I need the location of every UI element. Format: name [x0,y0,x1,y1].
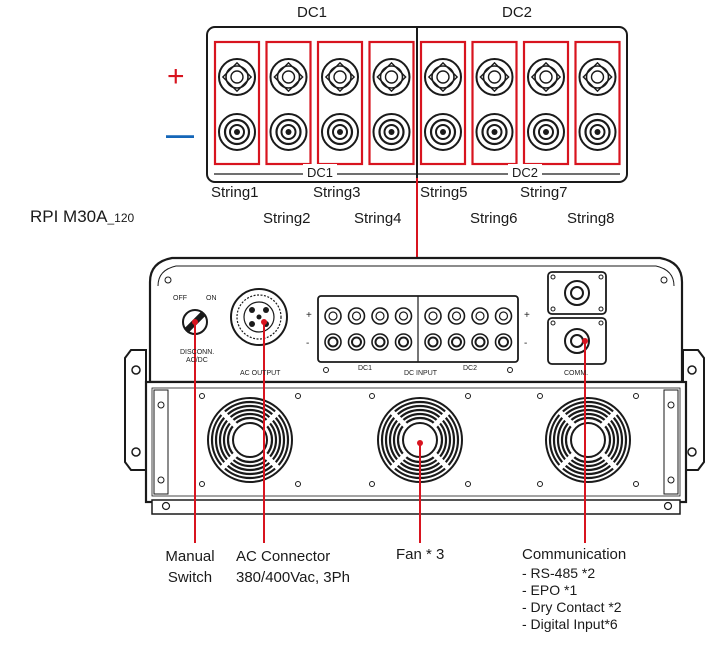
dc-minus-connector[interactable] [578,113,617,151]
ac-connector-line1: AC Connector [236,548,331,565]
string-label: String1 [211,184,259,201]
dc-plus-connector[interactable] [475,58,514,96]
callout-lines [192,319,588,543]
dc-minus-connector[interactable] [218,113,256,151]
dc-minus-connector[interactable] [424,113,462,151]
dc-plus-connector[interactable] [578,58,617,96]
string-highlight-box [316,40,364,166]
ac-connector-callout: AC Connector 380/400Vac, 3Ph [236,546,350,588]
minus-sign: — [166,119,194,150]
string-label: String8 [567,210,615,227]
communication-item: - Dry Contact *2 [522,599,622,615]
inverter-dc-connector[interactable] [394,307,413,351]
string-label: String7 [520,184,568,201]
string-highlight-box [265,40,312,166]
ac-output-connector[interactable] [230,288,288,346]
dc-minus-connector[interactable] [321,113,359,151]
inverter-body [124,256,705,515]
string-label: String3 [313,184,361,201]
dc-plus-connector[interactable] [372,58,411,96]
dc-input-label: DC INPUT [404,370,438,377]
comm-ports[interactable] [547,271,607,365]
string-label: String6 [470,210,518,227]
manual-switch-line1: Manual [165,548,215,565]
dc-input-plus: + [306,310,312,321]
inverter-dc-connector[interactable] [471,307,489,351]
communication-item: - EPO *1 [522,582,578,598]
switch-caption-1: DISCONN. [180,349,215,356]
string-highlight-box [471,40,518,166]
string-label: String5 [420,184,468,201]
dc-minus-connector[interactable] [475,113,514,151]
inverter-dc-connector[interactable] [324,307,342,351]
dc-plus-connector[interactable] [424,58,462,96]
dc-plus-connector[interactable] [321,58,359,96]
communication-item: - Digital Input*6 [522,616,618,632]
dc-minus-connector[interactable] [269,113,308,151]
manual-switch-callout: Manual Switch [150,546,230,588]
string-highlight-box [213,40,261,166]
switch-off-label: OFF [173,295,187,302]
inverter-dc-connector[interactable] [371,307,389,351]
string-label: String4 [354,210,402,227]
plus-sign: + [167,60,185,93]
string-highlight-box [574,40,621,166]
dc2-small-label: DC2 [463,365,478,372]
cooling-fan [537,393,639,487]
ac-output-label: AC OUTPUT [240,370,281,377]
dc-plus-connector[interactable] [269,58,308,96]
communication-title: Communication [522,546,627,563]
string-label: String2 [263,210,311,227]
string-highlight-box [522,40,570,166]
inverter-dc-connector[interactable] [347,307,366,351]
inverter-dc-connector[interactable] [447,307,466,351]
dc-connector-panel [206,26,628,183]
dc-input-block [317,295,519,363]
fan-callout: Fan * 3 [396,546,445,563]
dc-minus-connector[interactable] [372,113,411,151]
communication-callout: Communication - RS-485 *2 - EPO *1 - Dry… [522,546,626,633]
model-name-suffix: _120 [107,211,135,225]
model-name-main: RPI M30A [30,207,108,226]
group-label-dc2: DC2 [502,4,533,21]
inner-label-dc1: DC1 [303,164,338,181]
dc-input-plus-right: + [524,310,530,321]
dc-plus-connector[interactable] [527,58,565,96]
dc-input-minus: - [306,338,310,349]
communication-item: - RS-485 *2 [522,565,596,581]
switch-on-label: ON [206,295,217,302]
inverter-dc-connector[interactable] [494,307,513,351]
model-name: RPI M30A_120 [30,208,134,227]
inner-label-dc2: DC2 [508,164,543,181]
dc1-small-label: DC1 [358,365,373,372]
manual-switch-line2: Switch [167,569,213,586]
ac-connector-line2: 380/400Vac, 3Ph [236,569,350,586]
cooling-fan [199,393,301,487]
inverter-dc-connector[interactable] [424,307,442,351]
string-highlight-box [368,40,415,166]
dc-minus-connector[interactable] [527,113,565,151]
string-highlight-box [419,40,467,166]
dc-input-minus-right: - [524,338,528,349]
dc-plus-connector[interactable] [218,58,256,96]
group-label-dc1: DC1 [297,4,328,21]
comm-label: COMM. [564,370,589,377]
switch-caption-2: AC/DC [186,357,208,364]
